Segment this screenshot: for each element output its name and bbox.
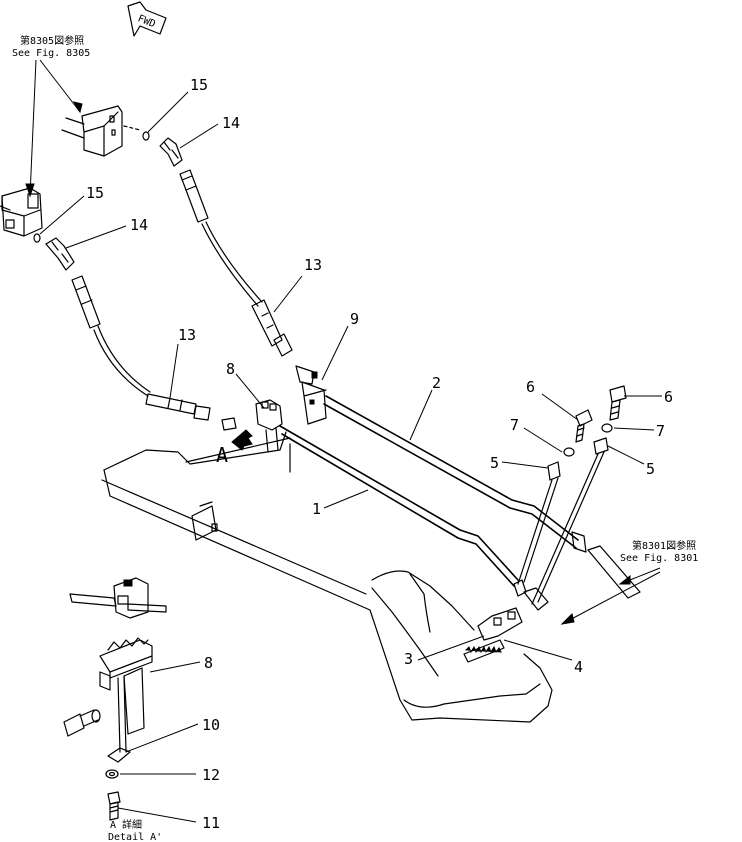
callout-7-left: 7 — [510, 416, 519, 434]
reference-arrows-right — [560, 567, 661, 625]
boom-body — [101, 431, 553, 723]
callout-5-right: 5 — [646, 460, 655, 478]
clamp-5-right — [531, 437, 609, 605]
callout-15-upper: 15 — [190, 76, 208, 94]
callout-6-right: 6 — [664, 388, 673, 406]
detail-a — [63, 577, 167, 821]
hose-13-lower — [71, 275, 211, 421]
note-top-en: See Fig. 8305 — [12, 48, 90, 59]
callout-6-left: 6 — [526, 378, 535, 396]
hose-13-upper — [179, 169, 293, 357]
callout-9: 9 — [350, 310, 359, 328]
view-a-label: A — [216, 443, 228, 467]
pipe-2 — [323, 395, 579, 549]
washer-7-left — [563, 447, 575, 457]
elbow-14-upper — [159, 137, 183, 167]
note-right-en: See Fig. 8301 — [620, 553, 698, 564]
note-top-jp: 第8305図参照 — [20, 34, 84, 47]
callout-3: 3 — [404, 650, 413, 668]
callout-11: 11 — [202, 814, 220, 832]
elbow-14-lower — [45, 237, 75, 271]
leader-lines — [39, 91, 662, 823]
o-ring-15-lower — [33, 233, 41, 243]
bolt-6-right — [609, 385, 627, 421]
callout-8-upper: 8 — [226, 360, 235, 378]
view-a-arrow: A — [216, 429, 253, 467]
washer-7-right — [601, 423, 613, 433]
lower-bracket — [0, 187, 43, 237]
clamp-3 — [477, 579, 527, 641]
callout-13-lower: 13 — [178, 326, 196, 344]
clamp-8 — [221, 399, 283, 453]
upper-bracket — [61, 105, 141, 157]
callout-14-upper: 14 — [222, 114, 240, 132]
serrated-plate-4 — [463, 639, 505, 663]
callout-7-right: 7 — [656, 422, 665, 440]
fwd-arrow: FWD — [127, 1, 167, 37]
note-right-jp: 第8301図参照 — [632, 539, 696, 552]
callout-5-left: 5 — [490, 454, 499, 472]
callout-15-lower: 15 — [86, 184, 104, 202]
joint-9 — [295, 365, 327, 425]
callout-2: 2 — [432, 374, 441, 392]
callout-10: 10 — [202, 716, 220, 734]
callout-14-lower: 14 — [130, 216, 148, 234]
reference-arrows-top — [25, 59, 83, 198]
detail-label-en: Detail A' — [108, 832, 162, 842]
callout-12: 12 — [202, 766, 220, 784]
bolt-6-left — [575, 409, 593, 443]
o-ring-15-upper — [142, 131, 150, 141]
pipe-1 — [279, 425, 519, 587]
callouts: 15 14 15 14 13 13 9 8 2 6 6 7 7 5 5 1 3 … — [86, 76, 673, 832]
callout-8-detail: 8 — [204, 654, 213, 672]
detail-label-jp: A 詳細 — [110, 818, 142, 831]
clamp-5-left — [517, 461, 561, 585]
callout-13-upper: 13 — [304, 256, 322, 274]
callout-1: 1 — [312, 500, 321, 518]
callout-4: 4 — [574, 658, 583, 676]
fitting-right — [523, 531, 641, 611]
